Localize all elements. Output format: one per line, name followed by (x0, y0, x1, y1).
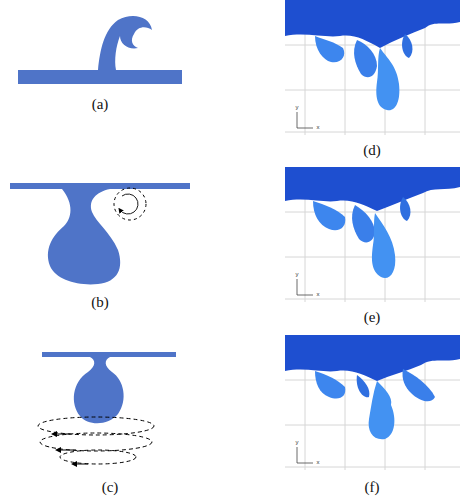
axis-label: y (296, 104, 299, 110)
drop-shape (10, 183, 190, 284)
axis-label: x (317, 124, 320, 130)
simulation-render (285, 0, 460, 135)
simulation-render (285, 335, 460, 470)
axis-label: x (317, 291, 320, 297)
panel-label: (e) (364, 310, 381, 325)
panel-label: (c) (102, 480, 119, 495)
drop-shape (42, 352, 176, 423)
panel-label: (d) (363, 143, 381, 158)
vortex-arrow (54, 434, 88, 464)
vortex-arrow (120, 194, 138, 214)
simulation-render (285, 167, 460, 302)
vortex-ring (38, 417, 154, 464)
axis-label: y (296, 439, 299, 445)
axis-label: y (296, 271, 299, 277)
panel-label: (a) (92, 97, 109, 112)
vortex (114, 188, 146, 220)
axis-label: x (317, 459, 320, 465)
wave-shape (18, 16, 182, 84)
panel-label: (b) (91, 295, 109, 310)
panel-label: (f) (365, 480, 380, 495)
